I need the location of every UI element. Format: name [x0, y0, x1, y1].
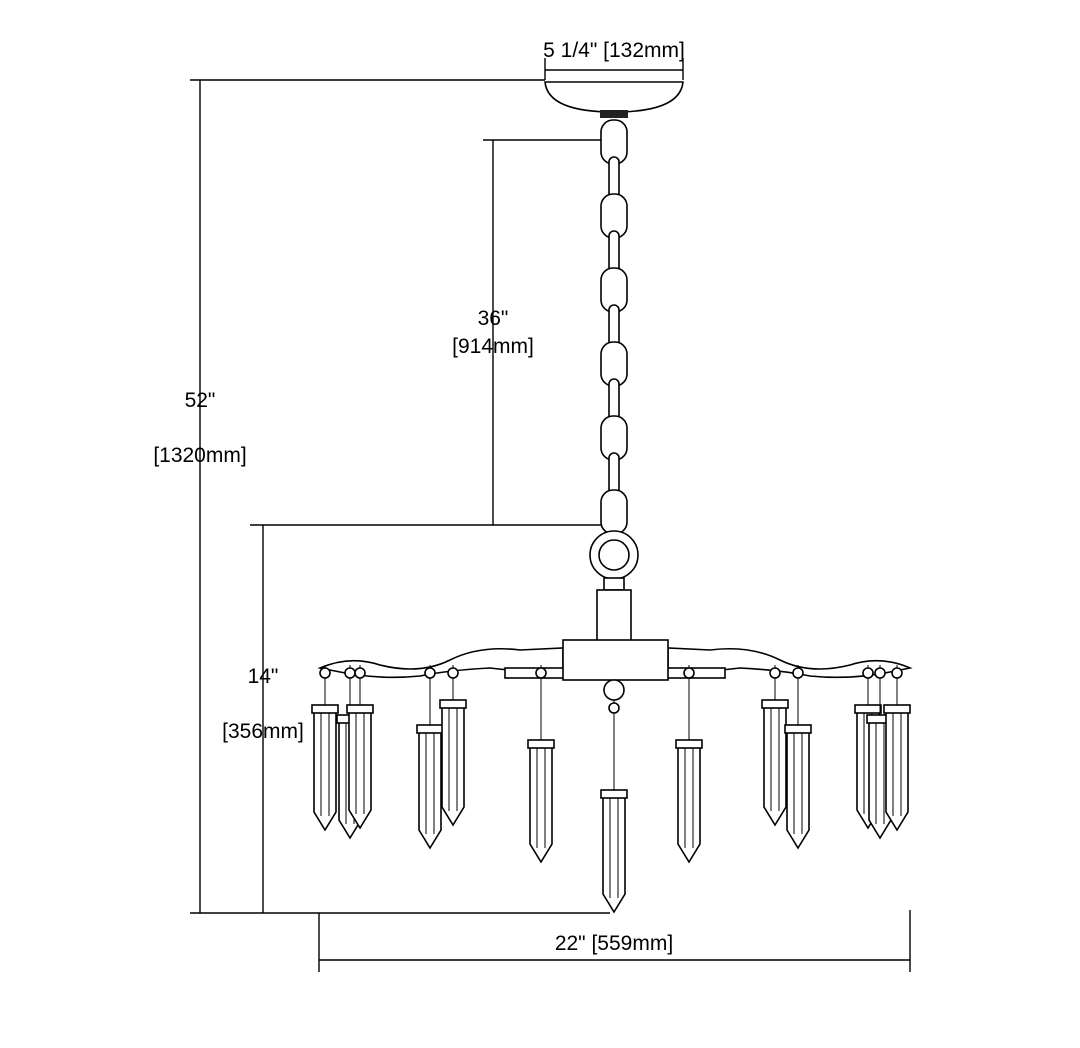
canopy	[544, 81, 684, 118]
crystal-pendant	[675, 665, 703, 864]
canopy-width-label: 5 1/4" [132mm]	[543, 39, 685, 62]
fixture-width-label: 22" [559mm]	[555, 932, 673, 955]
fixture-height-in-label: 14"	[248, 665, 279, 688]
chain-length-mm-label: [914mm]	[452, 335, 534, 358]
crystal-pendant	[527, 665, 555, 864]
overall-height-mm-label: [1320mm]	[153, 444, 246, 467]
chain-link	[600, 489, 628, 535]
crystal-pendant	[311, 665, 339, 832]
crystal-pendants	[311, 665, 911, 914]
crystal-pendant	[439, 665, 467, 827]
crystal-pendant	[883, 665, 911, 832]
fixture-body	[317, 530, 913, 701]
dimension-lines	[190, 58, 911, 972]
crystal-pendant	[416, 665, 444, 850]
fixture-height-mm-label: [356mm]	[222, 720, 304, 743]
crystal-pendant	[600, 700, 628, 914]
chain	[600, 119, 628, 535]
crystal-pendant	[346, 665, 374, 830]
crystal-pendant	[784, 665, 812, 850]
overall-height-in-label: 52"	[185, 389, 216, 412]
crystal-pendant	[761, 665, 789, 827]
chain-length-in-label: 36"	[478, 307, 509, 330]
